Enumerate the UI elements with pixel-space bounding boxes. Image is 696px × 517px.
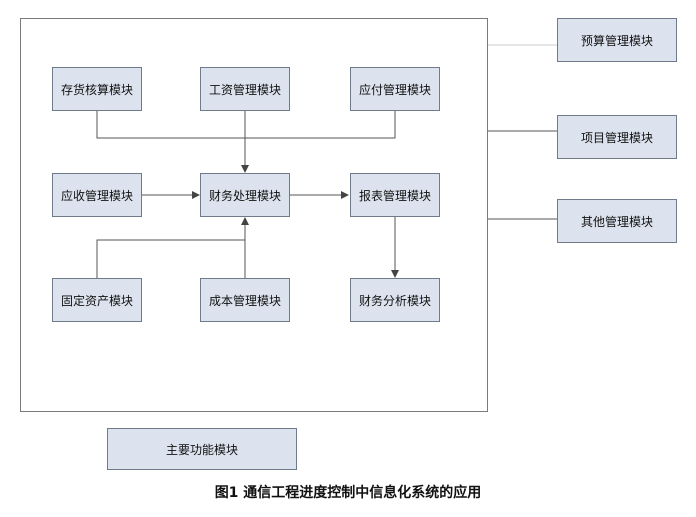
module-other: 其他管理模块 [557, 199, 677, 243]
module-budget: 预算管理模块 [557, 18, 677, 62]
line-inventory-down [96, 111, 396, 139]
module-payable: 应付管理模块 [350, 67, 440, 111]
module-main-functions: 主要功能模块 [107, 428, 297, 470]
module-fixed-assets: 固定资产模块 [52, 278, 142, 322]
module-cost: 成本管理模块 [200, 278, 290, 322]
module-project: 项目管理模块 [557, 115, 677, 159]
module-analysis: 财务分析模块 [350, 278, 440, 322]
figure-caption: 图1 通信工程进度控制中信息化系统的应用 [214, 485, 482, 501]
module-report: 报表管理模块 [350, 173, 440, 217]
module-salary: 工资管理模块 [200, 67, 290, 111]
module-finance: 财务处理模块 [200, 173, 290, 217]
line-fixed-assets-up [96, 239, 245, 278]
module-receivable: 应收管理模块 [52, 173, 142, 217]
module-inventory: 存货核算模块 [52, 67, 142, 111]
